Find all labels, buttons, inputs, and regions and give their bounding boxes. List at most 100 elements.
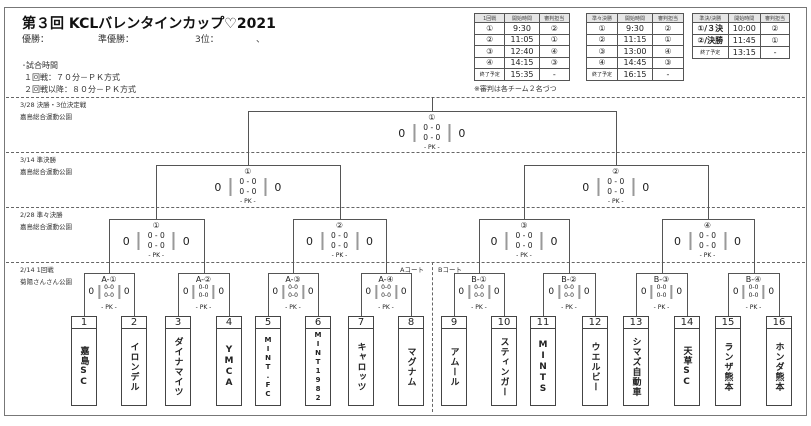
match-label: A-② <box>195 275 212 284</box>
score-divider <box>597 178 600 196</box>
match-label: A-③ <box>285 275 301 284</box>
first-half-score: 0-0 <box>198 284 209 291</box>
bracket-line <box>707 165 709 219</box>
score-divider <box>468 285 471 299</box>
schedule-header: 準決/決勝 <box>692 13 729 23</box>
bracket-line <box>247 111 617 112</box>
bracket-line <box>293 219 387 220</box>
team-number: 10 <box>491 316 517 329</box>
left-score: 0 <box>458 287 465 297</box>
right-score: 0 <box>218 287 225 297</box>
pk-label: - PK - <box>561 304 577 311</box>
right-score: 0 <box>493 287 500 297</box>
team-number: 15 <box>715 316 741 329</box>
schedule-cell: 終了予定 <box>692 46 729 59</box>
left-score: 0 <box>365 287 372 297</box>
right-score: 0 <box>182 234 190 248</box>
schedule-cell: ①/３決 <box>692 22 729 35</box>
bracket-line <box>454 273 455 316</box>
schedule-cell: - <box>760 46 790 59</box>
match-label: ② <box>335 221 344 230</box>
rule-later-rounds: ２回戦以降：８０分－ＰＫ方式 <box>24 85 136 94</box>
schedule-cell: 終了予定 <box>473 68 506 81</box>
schedule-cell: ③ <box>585 45 619 58</box>
team-number: 1 <box>71 316 97 329</box>
team-number: 6 <box>305 316 331 329</box>
pk-label: - PK - <box>101 304 117 311</box>
score-divider <box>117 285 120 299</box>
first-half-score: 0-0 <box>381 284 391 291</box>
schedule-cell: 14:45 <box>617 56 653 69</box>
pk-label: - PK - <box>331 252 348 259</box>
pk-label: - PK - <box>195 304 212 311</box>
first-half-score: 0 - 0 <box>330 231 349 240</box>
schedule-header: 審判担当 <box>538 13 571 23</box>
match-label: A-① <box>101 275 117 284</box>
match-label: B-② <box>561 275 577 284</box>
score-divider <box>505 232 508 250</box>
bracket-line <box>595 273 596 316</box>
pk-label: - PK - <box>653 304 670 311</box>
team-number: 12 <box>582 316 608 329</box>
pk-label: - PK - <box>378 304 394 311</box>
match-label: B-④ <box>745 275 762 284</box>
court-b-label: Bコート <box>438 266 462 274</box>
score-divider <box>356 232 359 250</box>
pk-label: - PK - <box>285 304 301 311</box>
bracket-line <box>728 273 780 274</box>
score-divider <box>577 285 580 299</box>
bracket-sheet-frame <box>4 7 807 416</box>
schedule-cell: ② <box>760 22 790 35</box>
team-number: 2 <box>121 316 147 329</box>
score-divider <box>394 285 397 299</box>
score-divider <box>448 124 451 142</box>
bracket-line <box>454 273 505 274</box>
team-number: 16 <box>766 316 792 329</box>
pk-label: - PK - <box>699 252 716 259</box>
round-venue: 菊陽さんさん公園 <box>20 278 72 286</box>
match-label: A-④ <box>378 275 394 284</box>
score-divider <box>724 232 727 250</box>
team-number: 11 <box>530 316 556 329</box>
schedule-note: ※審判は各チーム２名づつ <box>474 85 557 93</box>
first-half-score: 0 - 0 <box>423 123 441 132</box>
second-half-score: 0 - 0 <box>423 133 441 142</box>
score-divider <box>540 232 543 250</box>
bracket-line <box>661 219 755 220</box>
bracket-line <box>411 273 412 316</box>
schedule-header: 開始時間 <box>617 13 653 23</box>
match-label: ② <box>612 167 620 176</box>
score-divider <box>558 285 561 299</box>
left-score: 0 <box>272 287 279 297</box>
schedule-cell: ② <box>538 22 571 35</box>
bracket-line <box>247 111 249 165</box>
score-divider <box>632 178 635 196</box>
schedule-cell: 11:45 <box>727 34 762 47</box>
score-divider <box>375 285 378 299</box>
schedule-header: 準々決勝 <box>585 13 619 23</box>
first-half-score: 0 - 0 <box>698 231 717 240</box>
match-time-heading: ･試合時間 <box>22 61 58 70</box>
score-divider <box>650 285 653 299</box>
right-score: 0 <box>274 180 282 194</box>
bracket-line <box>687 273 688 316</box>
